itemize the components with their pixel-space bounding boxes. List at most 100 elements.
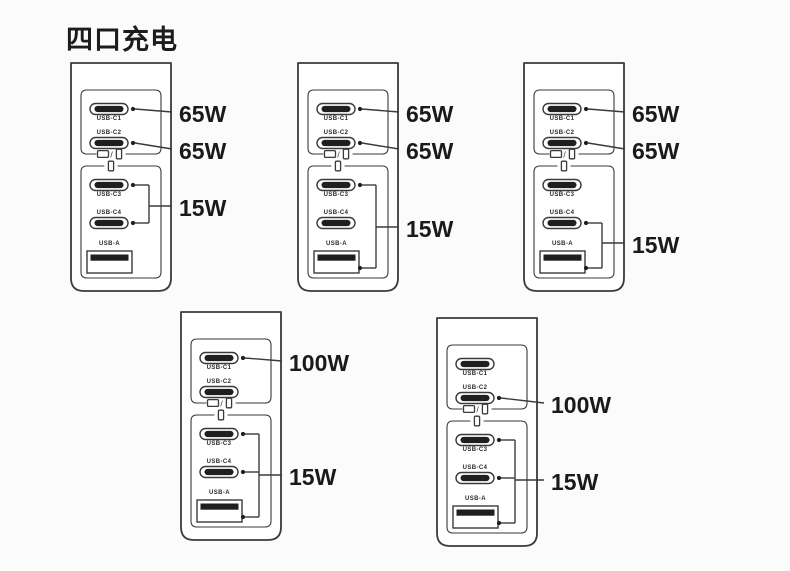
port-group-2-outline — [190, 414, 272, 528]
leader-dot — [357, 106, 363, 112]
callout-15w-c3-c4-text: 15W — [179, 195, 227, 221]
usb-c4-port-contact — [547, 219, 577, 227]
usb-a-port-contact — [456, 509, 495, 516]
laptop-icon — [549, 149, 563, 159]
usb-c2-port-contact — [94, 139, 124, 147]
leader-dot — [130, 140, 136, 146]
usb-c4-port-contact — [204, 468, 234, 476]
port-group-1-outline — [307, 89, 389, 155]
usb-a-label: USB-A — [326, 241, 347, 247]
leader-dot — [583, 265, 589, 271]
usb-c4-label: USB-C4 — [549, 210, 575, 216]
leader-line — [244, 357, 283, 362]
usb-a-label: USB-A — [465, 496, 486, 502]
slash-separator: / — [110, 149, 113, 159]
phone-icon — [568, 148, 576, 160]
callout-15w-c3-c4 — [130, 182, 172, 226]
usb-c3-label: USB-C3 — [462, 447, 488, 453]
usb-c2-label: USB-C2 — [96, 130, 122, 136]
leader-dot — [357, 140, 363, 146]
callout-65w-c1 — [130, 106, 173, 113]
slash-separator: / — [220, 398, 223, 408]
laptop-icon — [96, 149, 110, 159]
usb-c2-label: USB-C2 — [323, 130, 349, 136]
callout-65w-c1-text: 65W — [406, 101, 454, 127]
usb-c2-label: USB-C2 — [206, 379, 232, 385]
usb-c3-port-contact — [321, 181, 351, 189]
leader-dot — [496, 395, 502, 401]
slash-separator: / — [563, 149, 566, 159]
leader-dot — [240, 355, 246, 361]
callout-15w-c3-c4-a — [496, 437, 544, 526]
leader-line — [134, 108, 173, 113]
charger-body — [180, 311, 282, 541]
port-group-1-outline — [533, 89, 615, 155]
leader-dot — [240, 514, 246, 520]
callout-15w-c3-c4-a — [240, 431, 282, 520]
usb-a-port-contact — [90, 254, 129, 261]
usb-a-label: USB-A — [552, 241, 573, 247]
usb-c4-port-contact — [460, 474, 490, 482]
usb-c1-label: USB-C1 — [549, 116, 575, 122]
usb-a-port-outline — [452, 505, 499, 529]
leader-dot — [583, 220, 589, 226]
usb-c4-port-contact — [321, 219, 351, 227]
callout-65w-c1-text: 65W — [179, 101, 227, 127]
leader-dot — [496, 475, 502, 481]
port-group-2-outline — [80, 165, 162, 279]
usb-c1-port-contact — [94, 105, 124, 113]
diagram-1: / — [70, 62, 173, 292]
diagram-4: / — [180, 311, 283, 541]
callout-15w-c4-a — [583, 220, 625, 271]
port-group-1-outline — [190, 338, 272, 404]
usb-a-port-outline — [196, 499, 243, 523]
callout-65w-c1-text: 65W — [632, 101, 680, 127]
usb-a-port-outline — [313, 250, 360, 274]
usb-c1-label: USB-C1 — [206, 365, 232, 371]
usb-c1-label: USB-C1 — [323, 116, 349, 122]
charger-body — [436, 317, 538, 547]
charger-body — [70, 62, 172, 292]
port-group-2-outline — [307, 165, 389, 279]
callout-15w-c4-a-text: 15W — [632, 232, 680, 258]
usb-c3-port-contact — [460, 436, 490, 444]
leader-line — [361, 142, 400, 150]
callout-65w-c2-text: 65W — [632, 138, 680, 164]
page-title: 四口充电 — [66, 25, 178, 56]
usb-c1-port-contact — [547, 105, 577, 113]
diagram-5: / — [436, 317, 545, 547]
leader-dot — [357, 182, 363, 188]
slash-separator: / — [476, 404, 479, 414]
callout-15w-c3-c4-a-text: 15W — [551, 469, 599, 495]
callout-65w-c2 — [357, 140, 400, 150]
usb-c1-label: USB-C1 — [462, 371, 488, 377]
callout-65w-c2 — [130, 140, 173, 150]
leader-dot — [240, 431, 246, 437]
usb-a-port-outline — [86, 250, 133, 274]
leader-dot — [130, 106, 136, 112]
diagram-3: / — [523, 62, 626, 292]
usb-c1-port-contact — [460, 360, 490, 368]
port-group-2-outline — [533, 165, 615, 279]
usb-a-port-contact — [200, 503, 239, 510]
usb-c2-port-contact — [321, 139, 351, 147]
port-group-1-outline — [446, 344, 528, 410]
port-group-2-outline — [446, 420, 528, 534]
laptop-icon — [462, 404, 476, 414]
callout-100w-c1 — [240, 355, 283, 362]
callout-100w-c2-text: 100W — [551, 392, 612, 418]
usb-c4-label: USB-C4 — [206, 459, 232, 465]
callout-100w-c1-text: 100W — [289, 350, 350, 376]
phone-icon — [473, 415, 481, 427]
usb-c2-port-contact — [460, 394, 490, 402]
leader-dot — [496, 520, 502, 526]
laptop-icon — [323, 149, 337, 159]
usb-a-label: USB-A — [99, 241, 120, 247]
phone-icon — [217, 409, 225, 421]
usb-c4-port-contact — [94, 219, 124, 227]
callout-15w-c3-c4-a-text: 15W — [289, 464, 337, 490]
usb-c2-label: USB-C2 — [462, 385, 488, 391]
charger-body — [523, 62, 625, 292]
